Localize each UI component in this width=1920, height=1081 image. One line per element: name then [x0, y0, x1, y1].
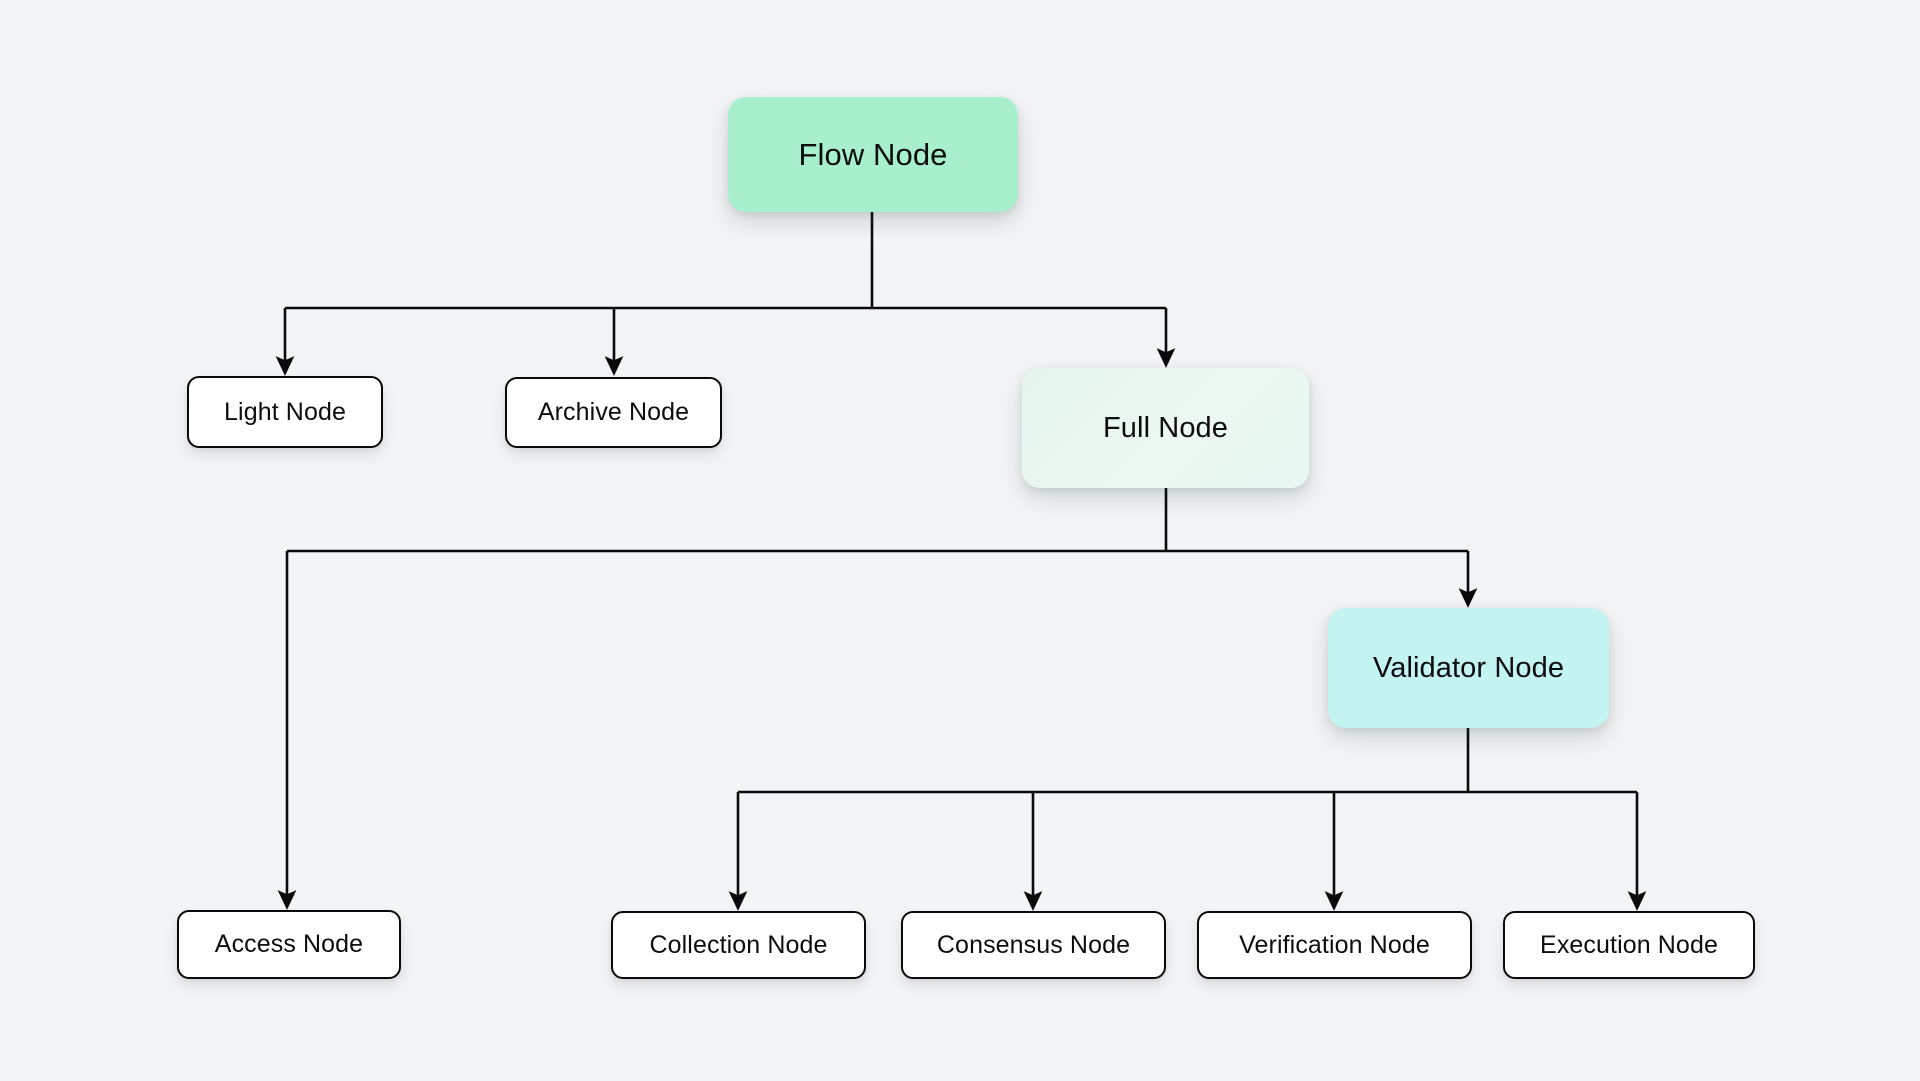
node-light[interactable]: Light Node [187, 376, 383, 448]
node-verification[interactable]: Verification Node [1197, 911, 1472, 979]
node-archive[interactable]: Archive Node [505, 377, 722, 448]
node-execution[interactable]: Execution Node [1503, 911, 1755, 979]
node-collection[interactable]: Collection Node [611, 911, 866, 979]
node-access[interactable]: Access Node [177, 910, 401, 979]
node-validator[interactable]: Validator Node [1328, 608, 1609, 728]
node-flow[interactable]: Flow Node [728, 97, 1018, 212]
node-full[interactable]: Full Node [1022, 368, 1309, 488]
node-consensus[interactable]: Consensus Node [901, 911, 1166, 979]
